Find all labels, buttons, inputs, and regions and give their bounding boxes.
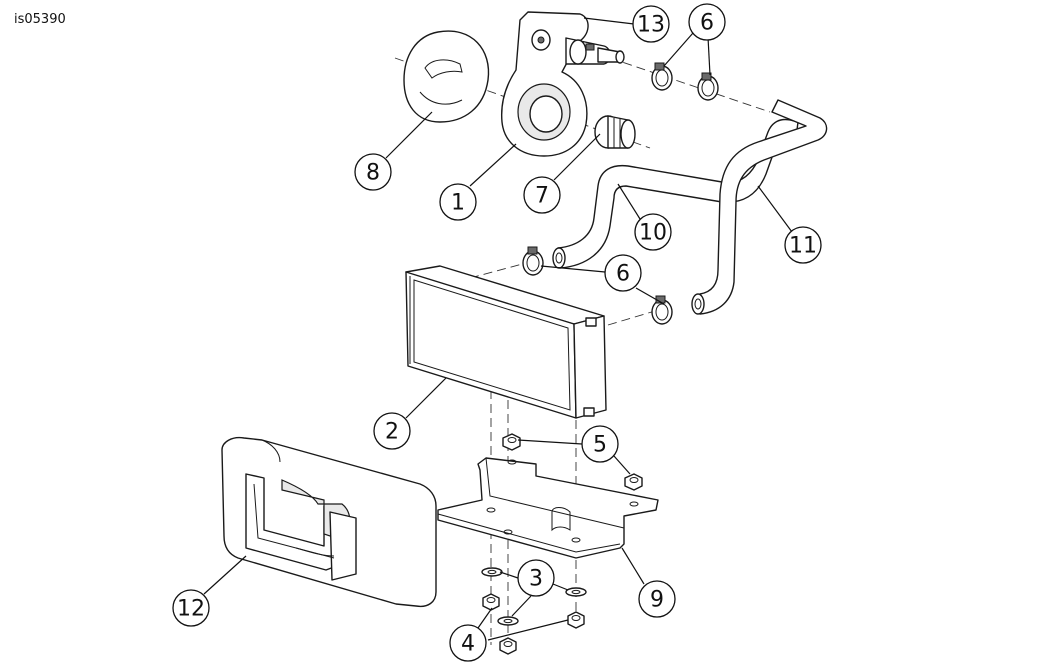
callout-13: 13 [632, 5, 670, 43]
callout-8: 8 [354, 153, 392, 191]
leader-lines [203, 17, 793, 641]
callout-6-lower-label: 6 [616, 262, 630, 287]
backing-plate-part-8 [403, 30, 490, 123]
callout-12-label: 12 [177, 597, 205, 622]
callout-8-label: 8 [366, 161, 380, 186]
hose-clamp-lower-right [651, 295, 673, 325]
washer-upper-left [481, 567, 503, 577]
hose-clamp-top-right [697, 72, 719, 101]
foam-guard-part-12 [221, 436, 437, 608]
callout-11: 11 [784, 226, 822, 264]
callout-2-label: 2 [385, 420, 399, 445]
washer-right [565, 587, 587, 597]
adapter-part-7 [594, 115, 636, 149]
callout-10: 10 [634, 213, 672, 251]
callout-7: 7 [523, 176, 561, 214]
callout-3-label: 3 [529, 567, 543, 592]
callout-11-label: 11 [789, 234, 817, 259]
hose-clamp-top-left [651, 62, 673, 91]
callout-1: 1 [439, 183, 477, 221]
figure-id: is05390 [14, 12, 66, 27]
callout-13-label: 13 [637, 13, 665, 38]
cooler-part-2 [405, 265, 607, 419]
washer-lower-middle [497, 616, 519, 626]
flange-nut-right [624, 473, 643, 491]
callout-10-label: 10 [639, 221, 667, 246]
nut-left [482, 593, 500, 611]
callout-4: 4 [449, 624, 487, 662]
mounting-bracket-part-1 [500, 11, 589, 157]
hose-part-11 [691, 99, 828, 315]
callout-2: 2 [373, 412, 411, 450]
callout-9-label: 9 [650, 588, 664, 613]
callout-4-label: 4 [461, 632, 475, 657]
nut-right [567, 611, 585, 629]
callout-7-label: 7 [535, 184, 549, 209]
callout-6-lower: 6 [604, 254, 642, 292]
nut-bottom [499, 637, 517, 655]
callout-5-label: 5 [593, 433, 607, 458]
mounting-plate-part-9 [437, 457, 659, 559]
callout-3: 3 [517, 559, 555, 597]
fitting-part-13 [565, 37, 625, 65]
callout-6-top-label: 6 [700, 11, 714, 36]
flange-nut-left [502, 433, 521, 451]
callout-12: 12 [172, 589, 210, 627]
callout-1-label: 1 [451, 191, 465, 216]
callout-5: 5 [581, 425, 619, 463]
callout-9: 9 [638, 580, 676, 618]
hose-clamp-lower-left [522, 246, 544, 276]
callout-6-top: 6 [688, 3, 726, 41]
